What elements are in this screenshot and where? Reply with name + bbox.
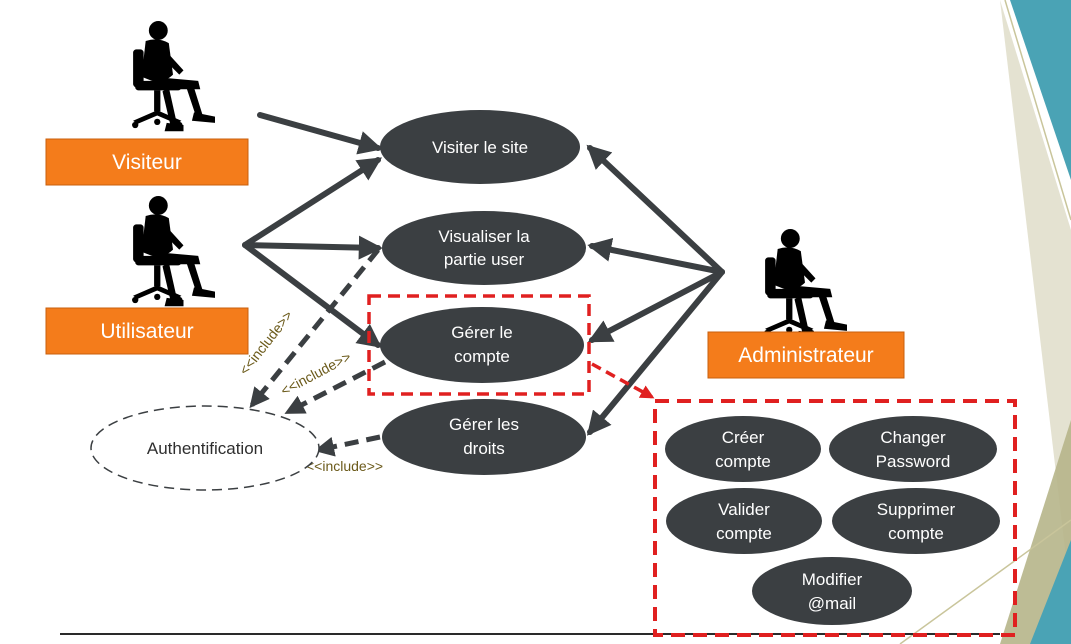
usecase-label-line1: Créer bbox=[722, 428, 765, 447]
usecase-modifier-mail: Modifier @mail bbox=[752, 557, 912, 625]
usecase-label-line2: Password bbox=[876, 452, 951, 471]
seated-person-silhouette-icon bbox=[764, 229, 847, 340]
actor-label-box bbox=[45, 307, 249, 355]
usecase-label-line2: partie user bbox=[444, 250, 525, 269]
usecase-label-line1: Changer bbox=[880, 428, 946, 447]
actor-label-visiteur: Visiteur bbox=[112, 151, 182, 174]
usecase-label: Visiter le site bbox=[432, 138, 528, 157]
arrow-admin-visualiser bbox=[587, 237, 725, 275]
usecase-label-line2: compte bbox=[454, 347, 510, 366]
usecase-label-line2: @mail bbox=[808, 594, 856, 613]
usecase-visiter-site: Visiter le site bbox=[380, 110, 580, 184]
usecase-creer-compte: Créer compte bbox=[665, 416, 821, 482]
usecase-label-line2: compte bbox=[888, 524, 944, 543]
usecase-label-line1: Gérer le bbox=[451, 323, 512, 342]
seated-person-silhouette-icon bbox=[132, 196, 215, 307]
actor-utilisateur: Utilisateur bbox=[45, 196, 249, 355]
arrow-visiteur-visiter bbox=[257, 112, 383, 155]
usecase-valider-compte: Valider compte bbox=[666, 488, 822, 554]
include-arrow-gerer-compte bbox=[284, 359, 387, 415]
usecase-label-line1: Supprimer bbox=[877, 500, 956, 519]
actor-administrateur: Administrateur bbox=[707, 229, 905, 379]
usecase-gerer-compte: Gérer le compte bbox=[380, 307, 584, 383]
include-relations bbox=[249, 248, 387, 457]
actor-visiteur: Visiteur bbox=[45, 21, 249, 186]
actor-label-utilisateur: Utilisateur bbox=[100, 320, 193, 343]
usecase-authentification: Authentification bbox=[90, 405, 320, 491]
usecase-visualiser-partie-user: Visualiser la partie user bbox=[382, 211, 586, 285]
arrow-admin-gerer-droits bbox=[586, 269, 725, 436]
usecase-label-line2: compte bbox=[715, 452, 771, 471]
seated-person-silhouette-icon bbox=[132, 21, 215, 132]
usecase-label-line1: Visualiser la bbox=[438, 227, 530, 246]
actor-label-box bbox=[45, 138, 249, 186]
usecase-label-line1: Gérer les bbox=[449, 415, 519, 434]
associations bbox=[242, 112, 725, 436]
arrow-utilisateur-gerer-compte bbox=[242, 242, 382, 348]
include-arrow-gerer-droits bbox=[314, 434, 381, 457]
include-arrow-visualiser bbox=[249, 248, 380, 409]
usecase-label-line1: Modifier bbox=[802, 570, 863, 589]
actor-label-box bbox=[707, 331, 905, 379]
highlight-box-gerer-compte bbox=[367, 294, 591, 396]
slide-decoration bbox=[60, 0, 1071, 644]
include-label: <<include>> bbox=[306, 458, 383, 474]
arrow-utilisateur-visualiser bbox=[242, 235, 383, 260]
usecase-label: Authentification bbox=[147, 439, 263, 458]
account-actions-box bbox=[653, 399, 1017, 637]
expand-arrow bbox=[591, 362, 655, 399]
arrow-admin-visiter bbox=[586, 144, 725, 275]
usecase-label-line2: compte bbox=[716, 524, 772, 543]
usecase-changer-password: Changer Password bbox=[829, 416, 997, 482]
arrow-admin-gerer-compte bbox=[587, 269, 725, 343]
actor-label-administrateur: Administrateur bbox=[738, 344, 873, 367]
usecase-supprimer-compte: Supprimer compte bbox=[832, 488, 1000, 554]
usecase-label-line1: Valider bbox=[718, 500, 770, 519]
arrow-utilisateur-visiter bbox=[242, 157, 383, 248]
usecase-gerer-droits: Gérer les droits bbox=[382, 399, 586, 475]
usecase-label-line2: droits bbox=[463, 439, 505, 458]
